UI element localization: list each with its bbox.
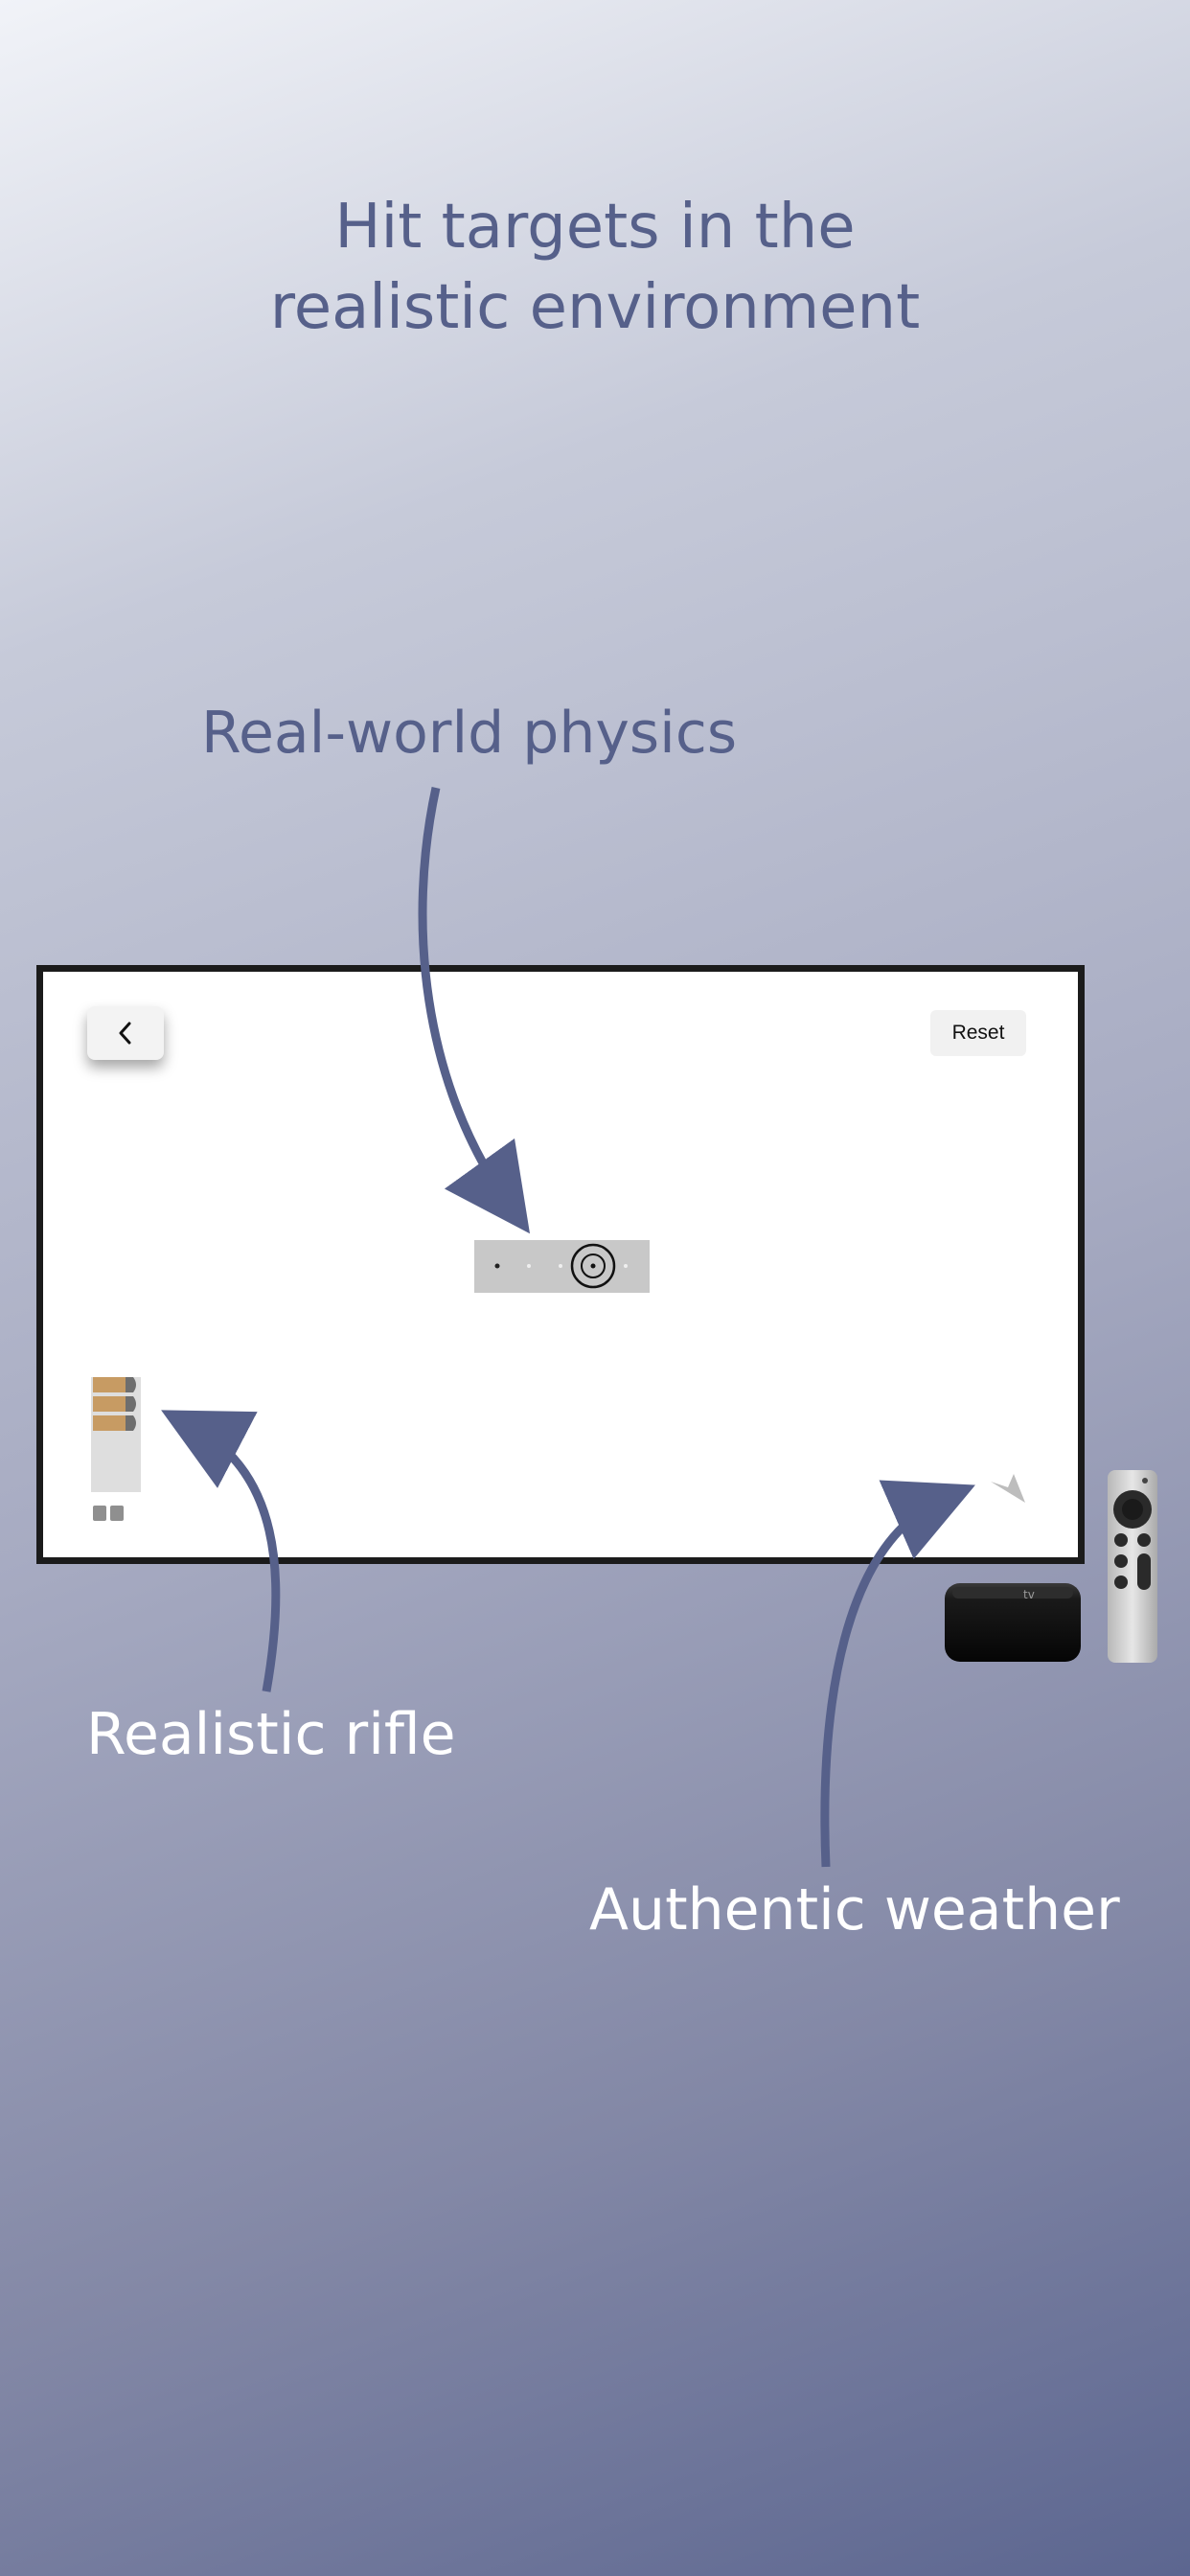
- tv-screen: Reset: [36, 965, 1085, 1564]
- magazine-indicator: [93, 1506, 106, 1521]
- callout-physics: Real-world physics: [201, 700, 738, 767]
- target-reticle: [494, 1243, 628, 1289]
- chevron-left-icon: [119, 1022, 131, 1045]
- callout-weather: Authentic weather: [589, 1876, 1120, 1944]
- remote-control-icon: [1108, 1470, 1157, 1663]
- wind-direction-arrow-icon: [991, 1474, 1025, 1503]
- set-top-box-label: tv: [1023, 1588, 1035, 1601]
- magazine-indicator: [110, 1506, 124, 1521]
- bullet-icon: [93, 1396, 136, 1412]
- headline-line-2: realistic environment: [269, 272, 921, 343]
- bullet-icon: [93, 1415, 136, 1431]
- ammo-magazine: [91, 1377, 141, 1545]
- reset-button[interactable]: Reset: [930, 1010, 1026, 1056]
- callout-rifle: Realistic rifle: [86, 1701, 456, 1768]
- magazine-tube: [91, 1377, 141, 1492]
- back-button[interactable]: [87, 1006, 164, 1060]
- target-scope-strip: [474, 1240, 650, 1293]
- headline-line-1: Hit targets in the: [334, 192, 856, 263]
- headline: Hit targets in the realistic environment: [0, 187, 1190, 348]
- set-top-box-icon: tv: [945, 1583, 1081, 1662]
- bullet-icon: [93, 1377, 136, 1392]
